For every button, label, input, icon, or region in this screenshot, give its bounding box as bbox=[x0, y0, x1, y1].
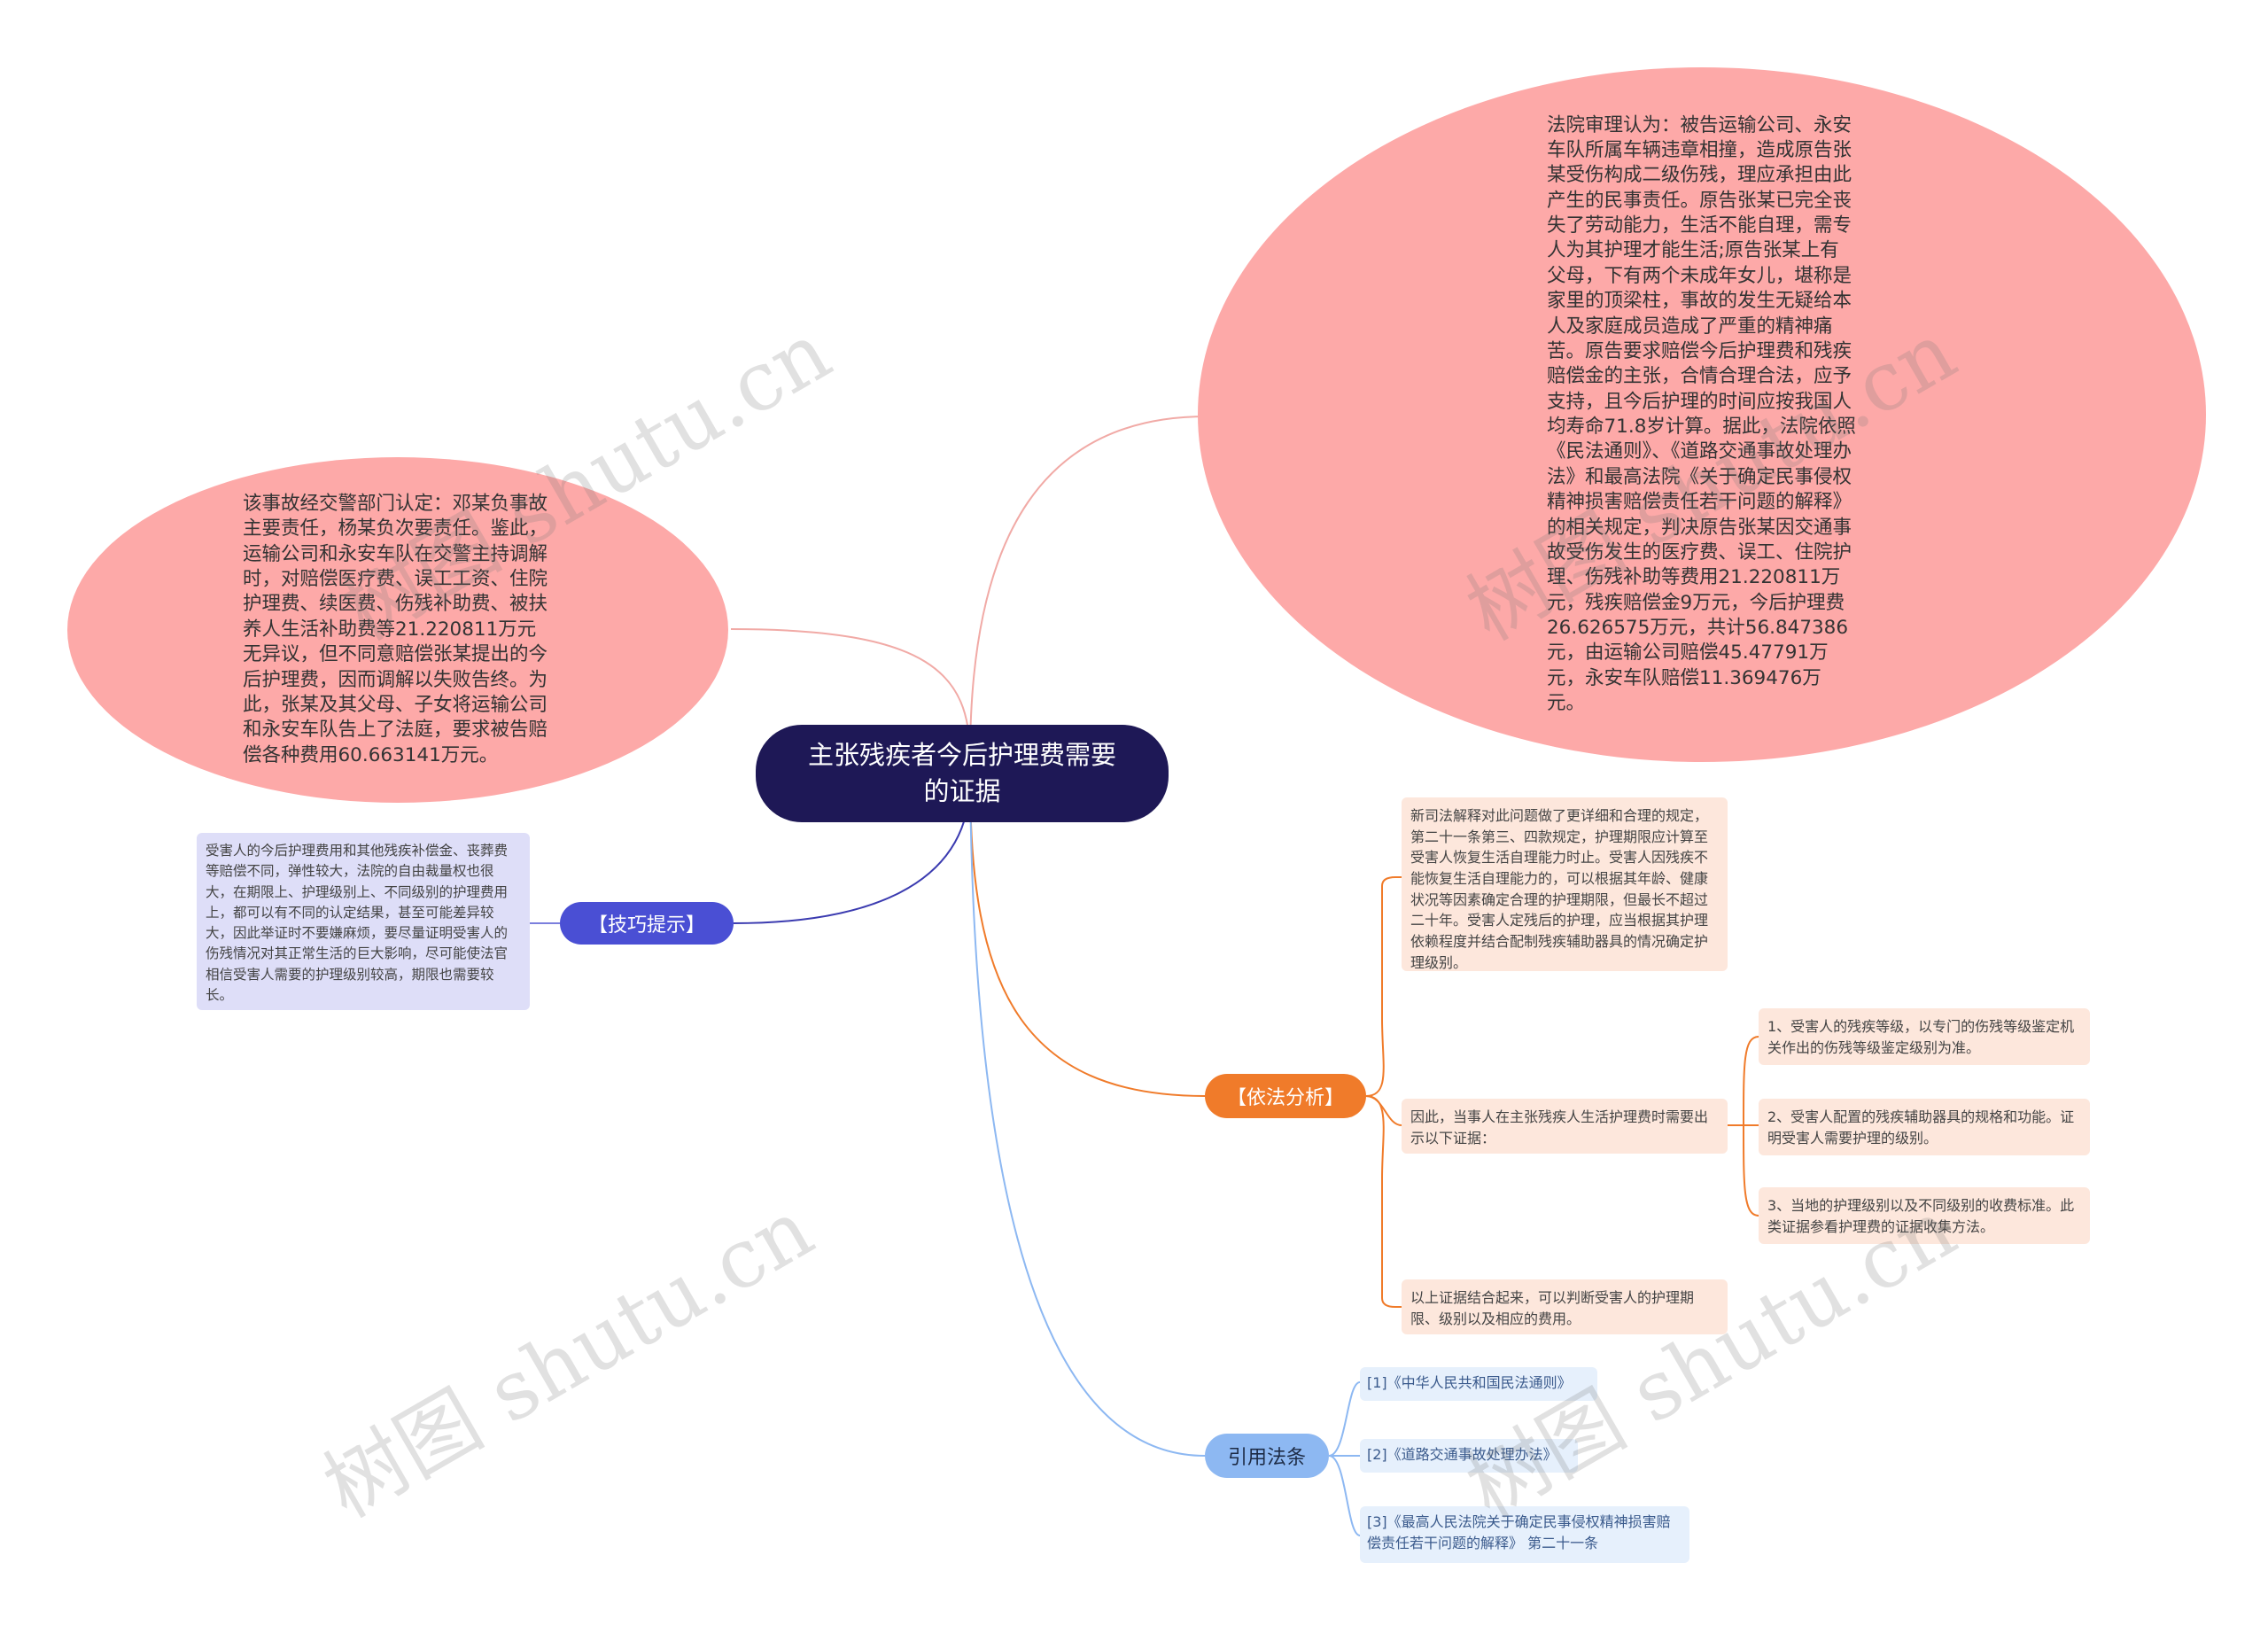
analysis-item-2: 因此，当事人在主张残疾人生活护理费时需要出示以下证据： bbox=[1402, 1099, 1728, 1154]
court-judgment-text: 法院审理认为：被告运输公司、永安车队所属车辆违章相撞，造成原告张某受伤构成二级伤… bbox=[1547, 113, 1856, 715]
analysis-item-1-text: 新司法解释对此问题做了更详细和合理的规定，第二十一条第三、四款规定，护理期限应计… bbox=[1410, 807, 1709, 971]
court-judgment-node[interactable]: 法院审理认为：被告运输公司、永安车队所属车辆违章相撞，造成原告张某受伤构成二级伤… bbox=[1198, 67, 2206, 762]
law-citation-2[interactable]: [2]《道路交通事故处理办法》 bbox=[1360, 1439, 1578, 1473]
laws-label: 引用法条 bbox=[1227, 1447, 1306, 1469]
analysis-node[interactable]: 【依法分析】 bbox=[1205, 1074, 1366, 1118]
accident-finding-node[interactable]: 该事故经交警部门认定：邓某负事故主要责任，杨某负次要责任。鉴此，运输公司和永安车… bbox=[67, 457, 728, 803]
analysis-label: 【依法分析】 bbox=[1226, 1087, 1344, 1109]
evidence-item-2: 2、受害人配置的残疾辅助器具的规格和功能。证明受害人需要护理的级别。 bbox=[1759, 1099, 2090, 1155]
tips-node[interactable]: 【技巧提示】 bbox=[560, 902, 734, 945]
law-citation-1[interactable]: [1]《中华人民共和国民法通则》 bbox=[1360, 1367, 1597, 1401]
tips-detail: 受害人的今后护理费用和其他残疾补偿金、丧葬费等赔偿不同，弹性较大，法院的自由裁量… bbox=[197, 833, 530, 1010]
evidence-item-2-text: 2、受害人配置的残疾辅助器具的规格和功能。证明受害人需要护理的级别。 bbox=[1767, 1108, 2075, 1147]
law-citation-3[interactable]: [3]《最高人民法院关于确定民事侵权精神损害赔偿责任若干问题的解释》 第二十一条 bbox=[1360, 1506, 1689, 1563]
analysis-item-3-text: 以上证据结合起来，可以判断受害人的护理期限、级别以及相应的费用。 bbox=[1410, 1289, 1695, 1327]
evidence-item-3: 3、当地的护理级别以及不同级别的收费标准。此类证据参看护理费的证据收集方法。 bbox=[1759, 1187, 2090, 1244]
law-citation-1-text: [1]《中华人民共和国民法通则》 bbox=[1367, 1374, 1572, 1391]
accident-finding-text: 该事故经交警部门认定：邓某负事故主要责任，杨某负次要责任。鉴此，运输公司和永安车… bbox=[243, 492, 548, 766]
analysis-item-3: 以上证据结合起来，可以判断受害人的护理期限、级别以及相应的费用。 bbox=[1402, 1279, 1728, 1334]
tips-label: 【技巧提示】 bbox=[587, 914, 705, 937]
root-topic[interactable]: 主张残疾者今后护理费需要的证据 bbox=[756, 725, 1169, 822]
evidence-item-3-text: 3、当地的护理级别以及不同级别的收费标准。此类证据参看护理费的证据收集方法。 bbox=[1767, 1197, 2075, 1235]
evidence-item-1: 1、受害人的残疾等级，以专门的伤残等级鉴定机关作出的伤残等级鉴定级别为准。 bbox=[1759, 1008, 2090, 1065]
law-citation-2-text: [2]《道路交通事故处理办法》 bbox=[1367, 1446, 1557, 1463]
analysis-item-2-text: 因此，当事人在主张残疾人生活护理费时需要出示以下证据： bbox=[1410, 1108, 1709, 1147]
evidence-item-1-text: 1、受害人的残疾等级，以专门的伤残等级鉴定机关作出的伤残等级鉴定级别为准。 bbox=[1767, 1018, 2075, 1056]
analysis-item-1: 新司法解释对此问题做了更详细和合理的规定，第二十一条第三、四款规定，护理期限应计… bbox=[1402, 797, 1728, 971]
tips-detail-text: 受害人的今后护理费用和其他残疾补偿金、丧葬费等赔偿不同，弹性较大，法院的自由裁量… bbox=[206, 843, 509, 1003]
root-topic-label: 主张残疾者今后护理费需要的证据 bbox=[807, 740, 1116, 806]
law-citation-3-text: [3]《最高人民法院关于确定民事侵权精神损害赔偿责任若干问题的解释》 第二十一条 bbox=[1367, 1513, 1671, 1551]
laws-node[interactable]: 引用法条 bbox=[1205, 1434, 1329, 1478]
